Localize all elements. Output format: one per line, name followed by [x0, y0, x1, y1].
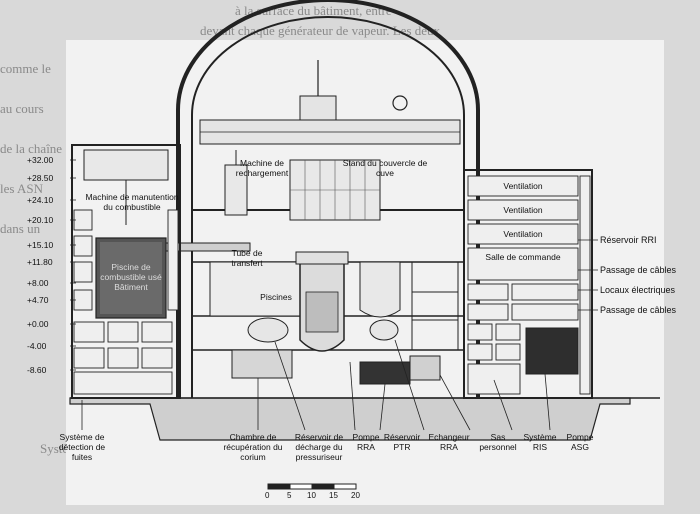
label-stand-couvercle: Stand du couvercle de cuve	[342, 158, 428, 178]
asg-pump-room	[525, 327, 579, 375]
elevation-label: -4.00	[27, 341, 47, 351]
label-reservoir-ptr: Réservoir PTR	[383, 432, 421, 452]
label-passage-cables-1: Passage de câbles	[600, 265, 677, 275]
label-locaux-electriques: Locaux électriques	[600, 285, 676, 295]
label-ventilation-1: Ventilation	[503, 181, 543, 191]
label-pompe-rra: Pompe RRA	[352, 432, 380, 452]
label-ventilation-3: Ventilation	[503, 229, 543, 239]
reactor-pool	[209, 261, 303, 317]
scale-tick-label: 10	[307, 491, 316, 500]
background-text-line: de la chaîne	[0, 141, 63, 156]
scale-tick-label: 20	[351, 491, 360, 500]
elevation-label: +28.50	[27, 173, 54, 183]
elevation-label: +0.00	[27, 319, 49, 329]
elevation-label: +20.10	[27, 215, 54, 225]
scale-tick-label: 5	[287, 491, 292, 500]
background-text-line: au cours	[0, 101, 44, 116]
label-reservoir-decharge: Réservoir de décharge du pressuriseur	[294, 432, 344, 462]
label-reservoir-rri: Réservoir RRI	[600, 235, 657, 245]
label-passage-cables-2: Passage de câbles	[600, 305, 677, 315]
label-systeme-ris: Système RIS	[523, 432, 557, 452]
elevation-label: +15.10	[27, 240, 54, 250]
label-sas-personnel: Sas personnel	[479, 432, 517, 452]
pressuriser-relief-tank	[247, 317, 289, 343]
label-machine-manutention: Machine de manutention du combustible	[85, 192, 179, 212]
label-ventilation-2: Ventilation	[503, 205, 543, 215]
elevation-label: +11.80	[27, 257, 53, 267]
electrical-building	[463, 169, 593, 399]
containment-inner	[191, 16, 465, 398]
elevation-label: +4.70	[27, 295, 49, 305]
scale-tick-label: 15	[329, 491, 338, 500]
label-piscine-combustible: Piscine de combustible usé Bâtiment	[100, 262, 162, 292]
label-machine-rechargement: Machine de rechargement	[235, 158, 289, 178]
foundation	[69, 397, 631, 441]
elevation-label: +8.00	[27, 278, 49, 288]
scale-bar	[267, 483, 357, 490]
elevation-label: +24.10	[27, 195, 54, 205]
label-echangeur-rra: Echangeur RRA	[428, 432, 470, 452]
label-chambre-recuperation: Chambre de récupération du corium	[223, 432, 283, 462]
scale-tick-label: 0	[265, 491, 270, 500]
crane-trolley	[299, 95, 337, 121]
label-salle-commande: Salle de commande	[485, 252, 561, 262]
label-tube-transfert: Tube de transfert	[231, 248, 263, 268]
containment-outer	[176, 0, 480, 398]
elevation-label: -8.60	[27, 365, 47, 375]
ptr-tank	[359, 361, 411, 385]
background-text-line: dans un	[0, 221, 41, 236]
label-systeme-detection-fuites: Système de détection de fuites	[58, 432, 106, 462]
fuel-handling-machine	[83, 149, 169, 181]
fuel-building	[71, 144, 181, 399]
background-text-line: devant chaque générateur de vapeur. Les …	[200, 23, 441, 38]
corium-chamber	[231, 349, 293, 379]
label-pompe-asg: Pompe ASG	[566, 432, 594, 452]
label-piscines: Piscines	[260, 292, 292, 302]
background-text-line: comme le	[0, 61, 51, 76]
background-text-line: les ASN	[0, 181, 43, 196]
elevation-label: +32.00	[27, 155, 54, 165]
